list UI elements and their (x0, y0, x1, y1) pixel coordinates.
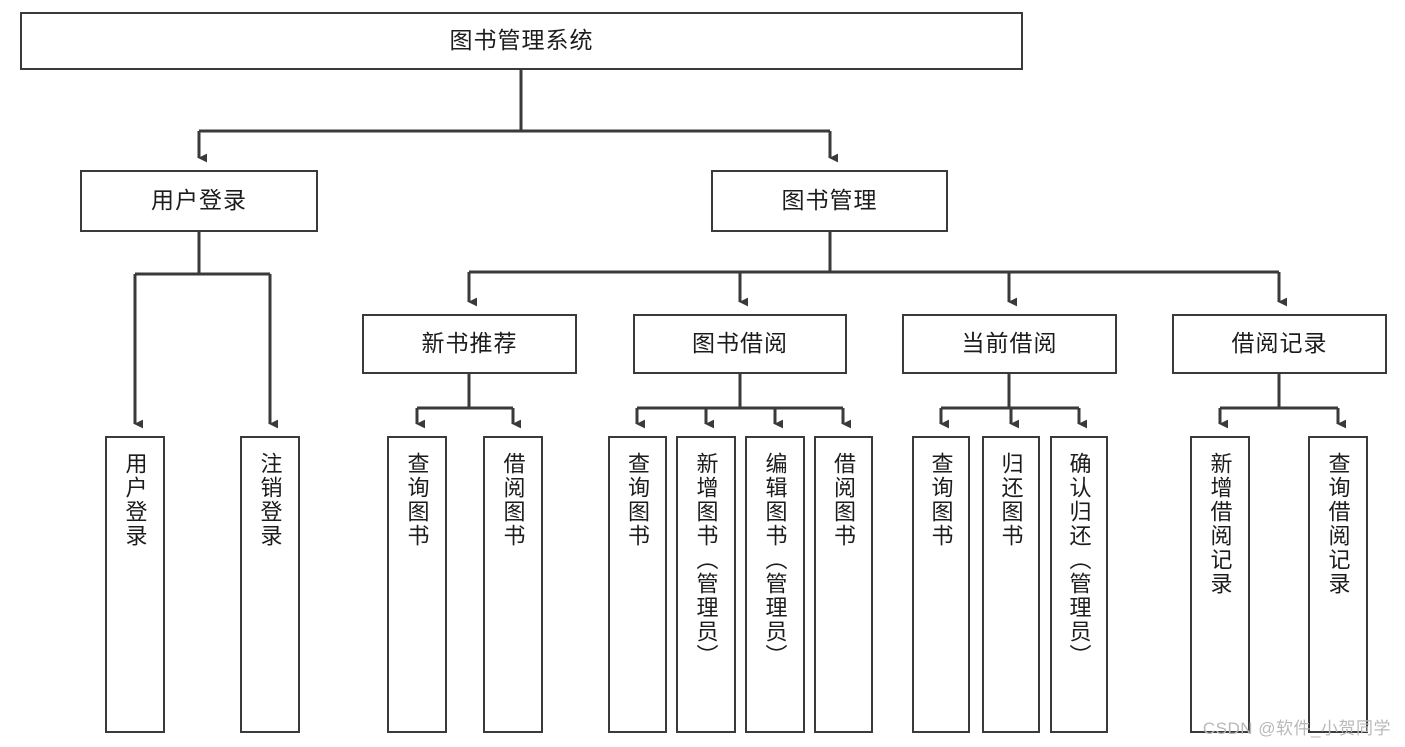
leaf-node-label: 借阅图书 (500, 452, 526, 548)
node-borrow-record-label: 借阅记录 (1231, 330, 1328, 357)
leaf-node[interactable]: 用户登录 (105, 436, 165, 733)
node-current-borrow[interactable]: 当前借阅 (902, 314, 1117, 374)
node-book-borrow[interactable]: 图书借阅 (633, 314, 847, 374)
leaf-node-label: 查询图书 (404, 452, 430, 548)
leaf-node[interactable]: 借阅图书 (814, 436, 873, 733)
leaf-node[interactable]: 借阅图书 (483, 436, 543, 733)
leaf-node[interactable]: 编辑图书（管理员） (745, 436, 805, 733)
leaf-node[interactable]: 归还图书 (982, 436, 1040, 733)
leaf-node-label: 借阅图书 (831, 452, 857, 548)
leaf-node[interactable]: 确认归还（管理员） (1050, 436, 1108, 733)
node-borrow-record[interactable]: 借阅记录 (1172, 314, 1387, 374)
node-book-borrow-label: 图书借阅 (692, 330, 788, 357)
node-book-management[interactable]: 图书管理 (711, 170, 948, 232)
csdn-watermark: CSDN @软件_小贺同学 (1202, 719, 1391, 738)
leaf-node[interactable]: 查询借阅记录 (1308, 436, 1368, 733)
leaf-node[interactable]: 查询图书 (912, 436, 970, 733)
leaf-node[interactable]: 注销登录 (240, 436, 300, 733)
leaf-node-label: 新增图书（管理员） (693, 452, 719, 668)
leaf-node-label: 确认归还（管理员） (1066, 452, 1092, 668)
leaf-node-label: 查询图书 (625, 452, 651, 548)
node-root[interactable]: 图书管理系统 (20, 12, 1023, 70)
leaf-node-label: 查询借阅记录 (1325, 452, 1351, 596)
node-book-management-label: 图书管理 (781, 187, 878, 214)
leaf-node-label: 用户登录 (122, 452, 148, 548)
leaf-node[interactable]: 新增借阅记录 (1190, 436, 1250, 733)
leaf-node[interactable]: 新增图书（管理员） (676, 436, 736, 733)
leaf-node-label: 注销登录 (257, 452, 283, 548)
node-user-login-label: 用户登录 (151, 187, 247, 214)
leaf-node[interactable]: 查询图书 (608, 436, 667, 733)
leaf-node-label: 编辑图书（管理员） (762, 452, 788, 668)
leaf-node-label: 新增借阅记录 (1207, 452, 1233, 596)
node-new-book-recommend-label: 新书推荐 (421, 330, 518, 357)
node-new-book-recommend[interactable]: 新书推荐 (362, 314, 577, 374)
leaf-node[interactable]: 查询图书 (387, 436, 447, 733)
node-user-login[interactable]: 用户登录 (80, 170, 318, 232)
leaf-node-label: 查询图书 (928, 452, 954, 548)
node-current-borrow-label: 当前借阅 (961, 330, 1058, 357)
node-root-label: 图书管理系统 (449, 27, 594, 54)
leaf-node-label: 归还图书 (998, 452, 1024, 548)
